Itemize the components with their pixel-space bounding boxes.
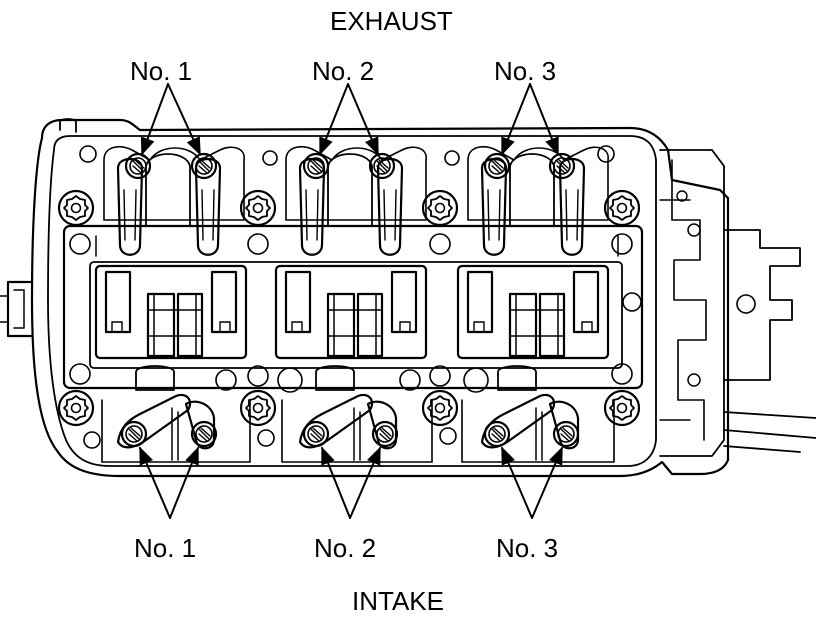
intake-label-no2: No. 2 [314, 533, 377, 563]
intake-callout-arrows [139, 446, 563, 519]
cam-bay-2 [274, 264, 428, 360]
intake-label-no1: No. 1 [134, 533, 197, 563]
arrow-exhaust-2a [319, 83, 349, 156]
arrow-intake-1b [169, 446, 199, 519]
arrow-intake-1a [139, 446, 171, 519]
exhaust-valve-gear [103, 146, 609, 256]
head-right-end [659, 149, 816, 457]
arrow-intake-2b [349, 446, 381, 519]
arrow-intake-3a [501, 446, 533, 519]
top-edge-holes [79, 145, 615, 449]
arrow-exhaust-1b [167, 83, 201, 156]
arrow-exhaust-3a [501, 83, 531, 156]
cam-bay-3 [456, 264, 610, 360]
exhaust-callout-arrows [140, 83, 559, 156]
intake-heading: INTAKE [352, 586, 444, 616]
cam-bay-1 [94, 264, 248, 360]
arrow-exhaust-3b [529, 83, 559, 156]
exhaust-label-no2: No. 2 [312, 56, 375, 86]
exhaust-label-no1: No. 1 [130, 56, 193, 86]
gallery-bosses [69, 233, 642, 393]
head-casting-outline [0, 118, 730, 478]
arrow-exhaust-1a [140, 83, 169, 156]
intake-valve-gear [101, 365, 615, 463]
exhaust-label-no3: No. 3 [494, 56, 557, 86]
arrow-intake-3b [531, 446, 563, 519]
exhaust-heading: EXHAUST [330, 6, 453, 36]
arrow-intake-2a [321, 446, 351, 519]
intake-label-no3: No. 3 [496, 533, 559, 563]
arrow-exhaust-2b [347, 83, 379, 156]
